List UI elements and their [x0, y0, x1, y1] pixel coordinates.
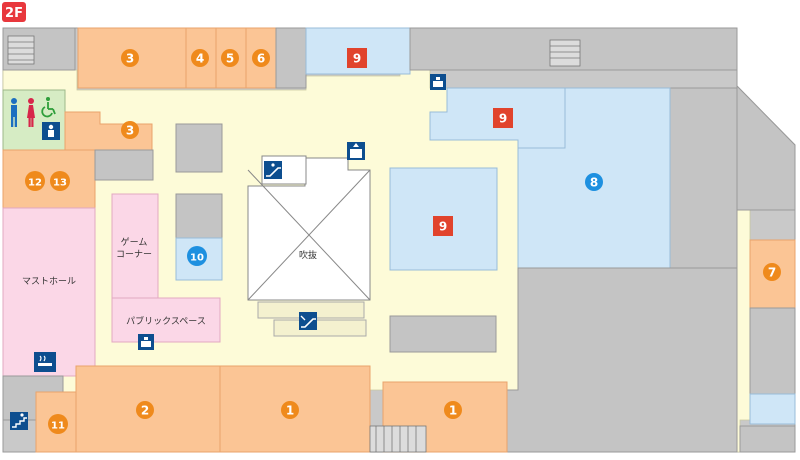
shop-marker-3[interactable]: 3 — [121, 49, 139, 67]
shop-marker-6[interactable]: 6 — [252, 49, 270, 67]
service-room-right-lower — [749, 307, 796, 395]
mast-hall[interactable] — [2, 207, 96, 377]
locker-icon — [138, 334, 154, 350]
marker-number: 1 — [286, 404, 294, 418]
public-space-label: パブリックスペース — [126, 315, 206, 327]
game-corner-label-2: コーナー — [116, 249, 152, 260]
shop-marker-1[interactable]: 1 — [444, 401, 462, 419]
marker-shape — [191, 49, 209, 67]
stairs-top-left — [7, 35, 35, 65]
marker-number: 2 — [141, 404, 149, 418]
service-room-top — [275, 27, 307, 89]
stairs-bottom-center — [369, 425, 427, 453]
marker-shape — [347, 48, 367, 68]
shop-7[interactable] — [749, 239, 796, 309]
shop-marker-9[interactable]: 9 — [433, 216, 453, 236]
marker-number: 9 — [353, 52, 361, 66]
shop-marker-13[interactable]: 13 — [50, 171, 70, 191]
marker-shape — [493, 108, 513, 128]
stairs-icon — [10, 412, 28, 430]
marker-number: 3 — [126, 124, 134, 138]
shop-marker-7[interactable]: 7 — [763, 263, 781, 281]
game-corner[interactable] — [111, 193, 159, 299]
marker-number: 7 — [768, 266, 776, 280]
marker-shape — [585, 173, 603, 191]
marker-number: 1 — [449, 404, 457, 418]
restroom-icon — [11, 98, 35, 127]
marker-shape — [281, 401, 299, 419]
blue-room-right-bottom — [749, 393, 796, 425]
marker-number: 9 — [439, 220, 447, 234]
marker-shape — [136, 401, 154, 419]
service-room-bottom-right-small — [739, 425, 796, 453]
shop-marker-11[interactable]: 11 — [48, 414, 68, 434]
marker-number: 12 — [28, 178, 42, 189]
marker-number: 5 — [226, 52, 234, 66]
service-room-left-mid — [94, 149, 154, 181]
shop-marker-9[interactable]: 9 — [493, 108, 513, 128]
marker-number: 9 — [499, 112, 507, 126]
marker-shape — [252, 49, 270, 67]
marker-shape — [50, 171, 70, 191]
accessible-icon — [41, 97, 56, 118]
service-room-bottom-right — [506, 267, 738, 453]
marker-shape — [121, 121, 139, 139]
service-room-right-diagonal — [736, 84, 796, 211]
shop-marker-2[interactable]: 2 — [136, 401, 154, 419]
shop-marker-9[interactable]: 9 — [347, 48, 367, 68]
marker-number: 4 — [196, 52, 204, 66]
game-corner-label-1: ゲーム — [121, 236, 148, 248]
public-space[interactable] — [111, 297, 221, 343]
shop-marker-4[interactable]: 4 — [191, 49, 209, 67]
marker-shape — [763, 263, 781, 281]
marker-shape — [433, 216, 453, 236]
stairs-top-right — [549, 39, 581, 67]
service-room-center-lower — [175, 193, 223, 239]
floor-label: 2F — [5, 6, 23, 21]
marker-number: 8 — [590, 176, 598, 190]
shop-12-13[interactable] — [2, 149, 96, 209]
shop-marker-1[interactable]: 1 — [281, 401, 299, 419]
mast-hall-label: マストホール — [22, 276, 76, 287]
marker-shape — [48, 414, 68, 434]
atrium — [247, 155, 371, 337]
service-room-right-upper — [669, 87, 738, 269]
marker-shape — [187, 246, 207, 266]
smoking-icon — [34, 352, 56, 372]
marker-shape — [121, 49, 139, 67]
marker-number: 6 — [257, 52, 265, 66]
marker-number: 3 — [126, 52, 134, 66]
elevator-icon — [347, 142, 365, 160]
locker-icon — [430, 74, 446, 90]
shop-marker-3[interactable]: 3 — [121, 121, 139, 139]
nursing-icon — [42, 122, 60, 140]
marker-shape — [25, 171, 45, 191]
escalator-icon — [264, 161, 282, 179]
shop-marker-8[interactable]: 8 — [585, 173, 603, 191]
shop-marker-10[interactable]: 10 — [187, 246, 207, 266]
marker-number: 10 — [190, 253, 204, 264]
atrium-label: 吹抜 — [299, 249, 317, 261]
marker-shape — [444, 401, 462, 419]
shop-marker-5[interactable]: 5 — [221, 49, 239, 67]
marker-number: 13 — [53, 178, 67, 189]
marker-shape — [221, 49, 239, 67]
marker-number: 11 — [51, 421, 65, 432]
shop-marker-12[interactable]: 12 — [25, 171, 45, 191]
escalator-icon — [299, 312, 317, 330]
service-room-center-upper — [175, 123, 223, 173]
floor-badge: 2F — [2, 2, 26, 22]
service-room-center-right — [389, 315, 497, 353]
